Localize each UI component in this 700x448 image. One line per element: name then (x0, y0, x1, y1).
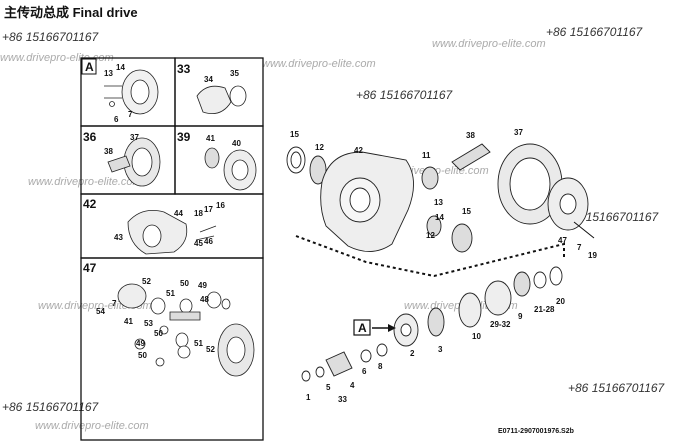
inset-id-33: 33 (177, 62, 191, 76)
part-callout: 43 (114, 233, 123, 242)
part-callout: 14 (435, 213, 444, 222)
part-callout: 19 (588, 251, 597, 260)
site-watermark: www.drivepro-elite.com (35, 420, 149, 432)
site-watermark: www.drivepro-elite.com (262, 58, 376, 70)
inset-id-36: 36 (83, 130, 97, 144)
part-callout: 21-28 (534, 305, 555, 314)
part-callout: 11 (422, 151, 431, 160)
part-callout: 50 (138, 351, 147, 360)
part-callout: 4 (350, 381, 355, 390)
site-watermark: www.drivepro-elite.com (432, 38, 546, 50)
part-callout: 41 (206, 134, 215, 143)
part-callout: 47 (558, 236, 567, 245)
part-callout: 44 (174, 209, 183, 218)
site-watermark: www.drivepro-elite.com (28, 176, 142, 188)
part-callout: 51 (166, 289, 175, 298)
part-callout: 12 (426, 231, 435, 240)
part-callout: 41 (124, 317, 133, 326)
part-callout: 7 (577, 243, 582, 252)
part-callout: 15 (290, 130, 299, 139)
part-callout: 15 (462, 207, 471, 216)
phone-watermark: +86 15166701167 (2, 30, 99, 44)
inset-id-47: 47 (83, 261, 97, 275)
part-callout: 6 (114, 115, 119, 124)
part-callout: 46 (204, 237, 213, 246)
part-callout: 37 (130, 133, 139, 142)
part-callout: 42 (354, 146, 363, 155)
inset-frame-47 (80, 257, 264, 441)
part-callout: 52 (206, 345, 215, 354)
part-callout: 33 (338, 395, 347, 404)
part-callout: 38 (104, 147, 113, 156)
part-callout: 53 (144, 319, 153, 328)
phone-watermark: +86 15166701167 (568, 381, 665, 395)
part-callout: 8 (378, 362, 383, 371)
phone-watermark: +86 15166701167 (2, 400, 99, 414)
part-callout: 50 (180, 279, 189, 288)
part-callout: 3 (438, 345, 443, 354)
phone-watermark: +86 15166701167 (546, 25, 643, 39)
inset-id-42: 42 (83, 197, 97, 211)
part-callout: 9 (518, 312, 523, 321)
part-callout: 35 (230, 69, 239, 78)
part-callout: 34 (204, 75, 213, 84)
part-callout: 13 (434, 198, 443, 207)
part-callout: 37 (514, 128, 523, 137)
part-callout: 18 (194, 209, 203, 218)
part-callout: 12 (315, 143, 324, 152)
part-callout: 2 (410, 349, 415, 358)
part-callout: 1 (306, 393, 311, 402)
inset-id-39: 39 (177, 130, 191, 144)
part-callout: 45 (194, 239, 203, 248)
part-callout: 6 (362, 367, 367, 376)
part-callout: 52 (142, 277, 151, 286)
part-callout: 51 (194, 339, 203, 348)
part-callout: 10 (472, 332, 481, 341)
part-callout: 16 (216, 201, 225, 210)
part-callout: 40 (232, 139, 241, 148)
phone-watermark: +86 15166701167 (356, 88, 453, 102)
part-callout: 38 (466, 131, 475, 140)
part-callout: 50 (154, 329, 163, 338)
view-marker: A (358, 321, 367, 335)
part-callout: 5 (326, 383, 331, 392)
part-callout: 48 (200, 295, 209, 304)
part-callout: 14 (116, 63, 125, 72)
part-callout: 7 (128, 110, 133, 119)
part-callout: 49 (198, 281, 207, 290)
part-callout: 20 (556, 297, 565, 306)
part-callout: 49 (136, 339, 145, 348)
inset-id-a: A (85, 60, 94, 74)
part-callout: 13 (104, 69, 113, 78)
part-callout: 29-32 (490, 320, 511, 329)
page-title: 主传动总成 Final drive (4, 5, 138, 20)
part-callout: 17 (204, 205, 213, 214)
part-callout: 54 (96, 307, 105, 316)
part-callout: 7 (112, 299, 117, 308)
drawing-code: E0711-2907001976.S2b (498, 428, 574, 435)
